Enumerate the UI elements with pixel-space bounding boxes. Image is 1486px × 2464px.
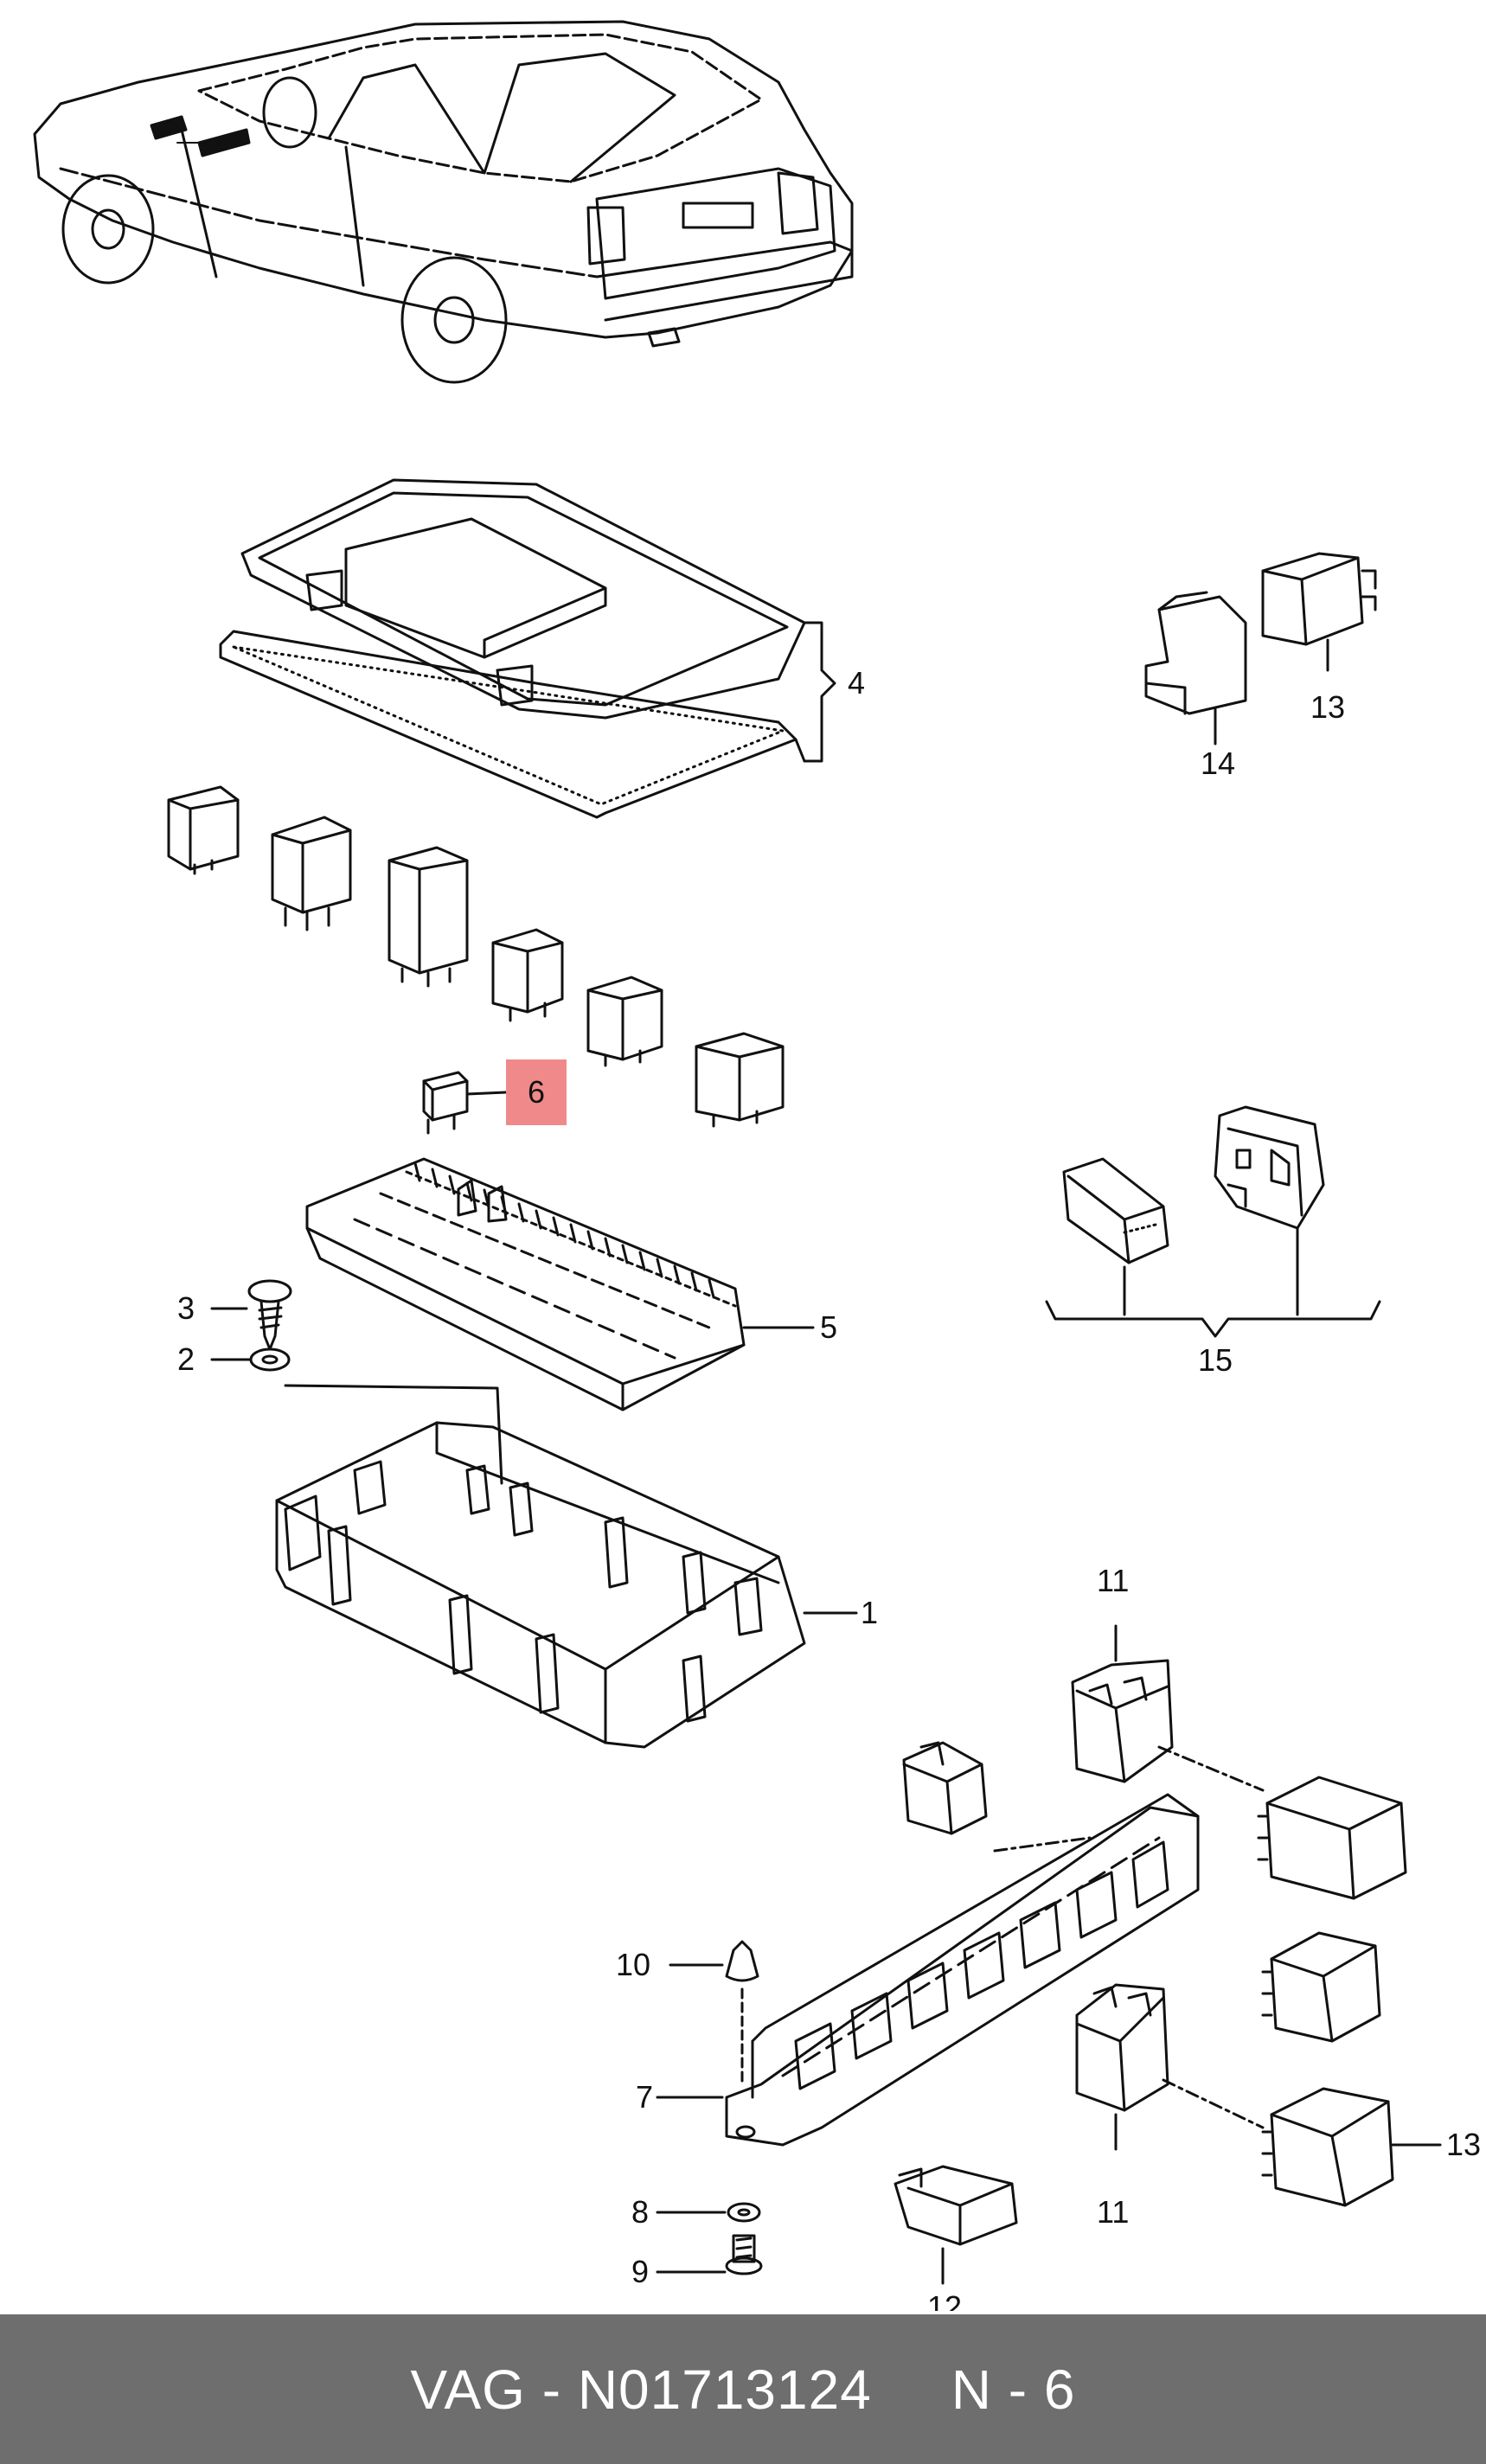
part-4-cover: [219, 478, 836, 819]
callout-8: 8: [631, 2194, 649, 2230]
callout-4: 4: [848, 665, 865, 701]
callout-7: 7: [636, 2079, 653, 2115]
part-10-plug: [669, 1940, 759, 2086]
part-3-screw: [210, 1279, 292, 1351]
callout-14: 14: [1201, 746, 1235, 781]
relays-row: [167, 785, 785, 1128]
part-number-text: VAG - N01713124: [410, 2358, 872, 2421]
part-15-relay-holder: [1045, 1105, 1381, 1338]
part-9-screw: [656, 2234, 763, 2275]
callout-2: 2: [177, 1341, 195, 1377]
callout-13-right: 13: [1446, 2127, 1481, 2162]
callout-10: 10: [616, 1947, 650, 1982]
part-11-socket-top: [1071, 1624, 1265, 1792]
part-13-relays-right: [1257, 1776, 1442, 2207]
callout-6-highlight: [506, 1059, 567, 1125]
part-socket-small: [902, 1741, 988, 1835]
part-13-relay-top: [1261, 552, 1377, 672]
callout-12: 12: [927, 2289, 962, 2311]
callout-5: 5: [820, 1309, 837, 1345]
diagram-reference: N - 6: [951, 2358, 1076, 2421]
callout-1: 1: [861, 1595, 878, 1630]
part-12-fuse-holder: [894, 2165, 1018, 2285]
callout-11-bottom: 11: [1097, 2194, 1129, 2230]
part-1-housing: [275, 1421, 858, 1749]
part-5-fuse-carrier: [305, 1157, 815, 1411]
part-2-washer: [210, 1347, 503, 1485]
callout-9: 9: [631, 2254, 649, 2289]
callout-15: 15: [1198, 1342, 1233, 1378]
callout-6: 6: [528, 1074, 545, 1110]
callout-11-top: 11: [1097, 1563, 1129, 1598]
part-number-footer: VAG - N01713124 N - 6: [0, 2314, 1486, 2464]
callout-13-top: 13: [1310, 689, 1345, 725]
callout-3: 3: [177, 1290, 195, 1326]
part-7-relay-carrier: [656, 1793, 1200, 2147]
car-illustration: [33, 20, 854, 384]
part-8-washer: [656, 2202, 761, 2223]
part-14-bracket: [1144, 591, 1247, 746]
part-6-fuse: [422, 1071, 508, 1135]
parts-diagram: 4 14 13: [33, 20, 1481, 2311]
part-11-socket-bottom: [1075, 1983, 1265, 2151]
